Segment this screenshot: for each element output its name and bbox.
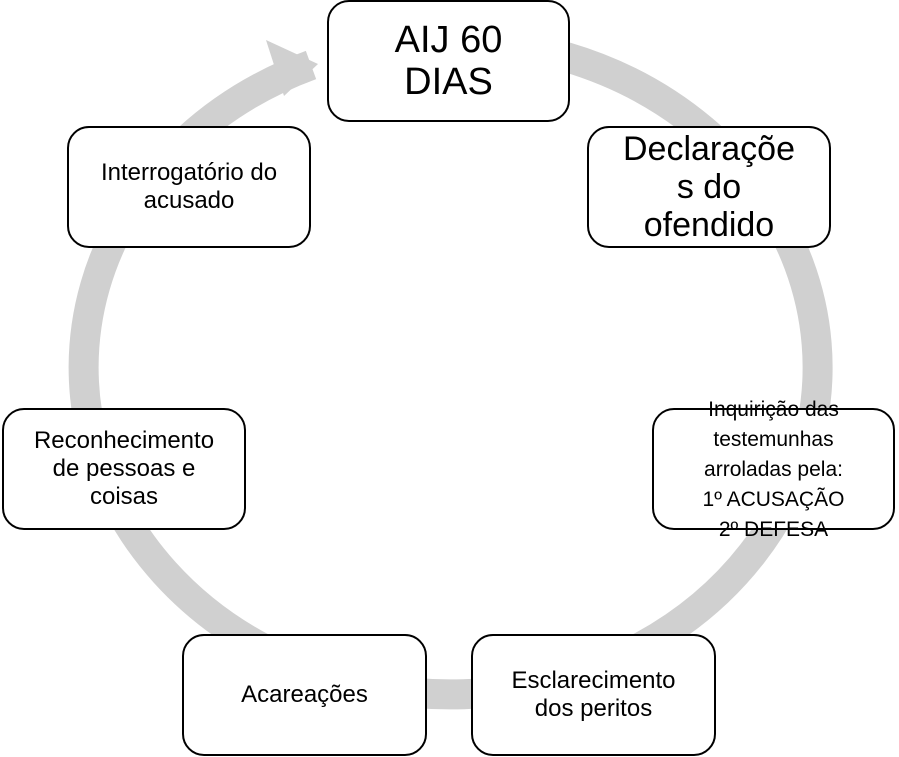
step-label-line: Acareações — [241, 681, 368, 708]
cycle-ring-arc — [68, 42, 833, 710]
step-label-line: testemunhas — [713, 428, 834, 451]
step-inquiricao-testemunhas: Inquirição das testemunhas arroladas pel… — [652, 398, 895, 541]
step-interrogatorio-acusado: Interrogatório do acusado — [67, 126, 311, 248]
step-label-line: 2º DEFESA — [718, 518, 829, 541]
step-label-line: AIJ 60 — [394, 19, 503, 61]
cycle-arrowhead — [266, 40, 318, 96]
step-label-group: Inquirição das testemunhas arroladas pel… — [703, 395, 845, 545]
step-label-line: Declaraçõe — [623, 130, 795, 168]
step-label-line: 1º ACUSAÇÃO — [702, 488, 845, 511]
step-label-line: Inquirição das — [708, 398, 839, 421]
step-label-line: acusado — [143, 187, 235, 214]
step-label-line: Esclarecimento — [511, 667, 676, 694]
step-label-line: ofendido — [643, 206, 775, 244]
step-label-line: arroladas pela: — [704, 458, 843, 481]
step-label-line: de pessoas e — [52, 455, 196, 482]
step-declaracoes-do-ofendido: Declaraçõe s do ofendido — [587, 126, 831, 248]
step-label-line: coisas — [89, 483, 159, 510]
step-label-line: DIAS — [404, 61, 493, 103]
step-label-line: Reconhecimento — [33, 427, 215, 454]
step-acareacoes: Acareações — [182, 634, 427, 756]
step-label-line: Interrogatório do — [100, 159, 278, 186]
step-aij-60-dias: AIJ 60 DIAS — [327, 0, 570, 122]
step-label-line: s do — [676, 168, 742, 206]
step-reconhecimento: Reconhecimento de pessoas e coisas — [2, 408, 246, 530]
step-esclarecimento-peritos: Esclarecimento dos peritos — [471, 634, 716, 756]
step-label-line: dos peritos — [534, 695, 653, 722]
